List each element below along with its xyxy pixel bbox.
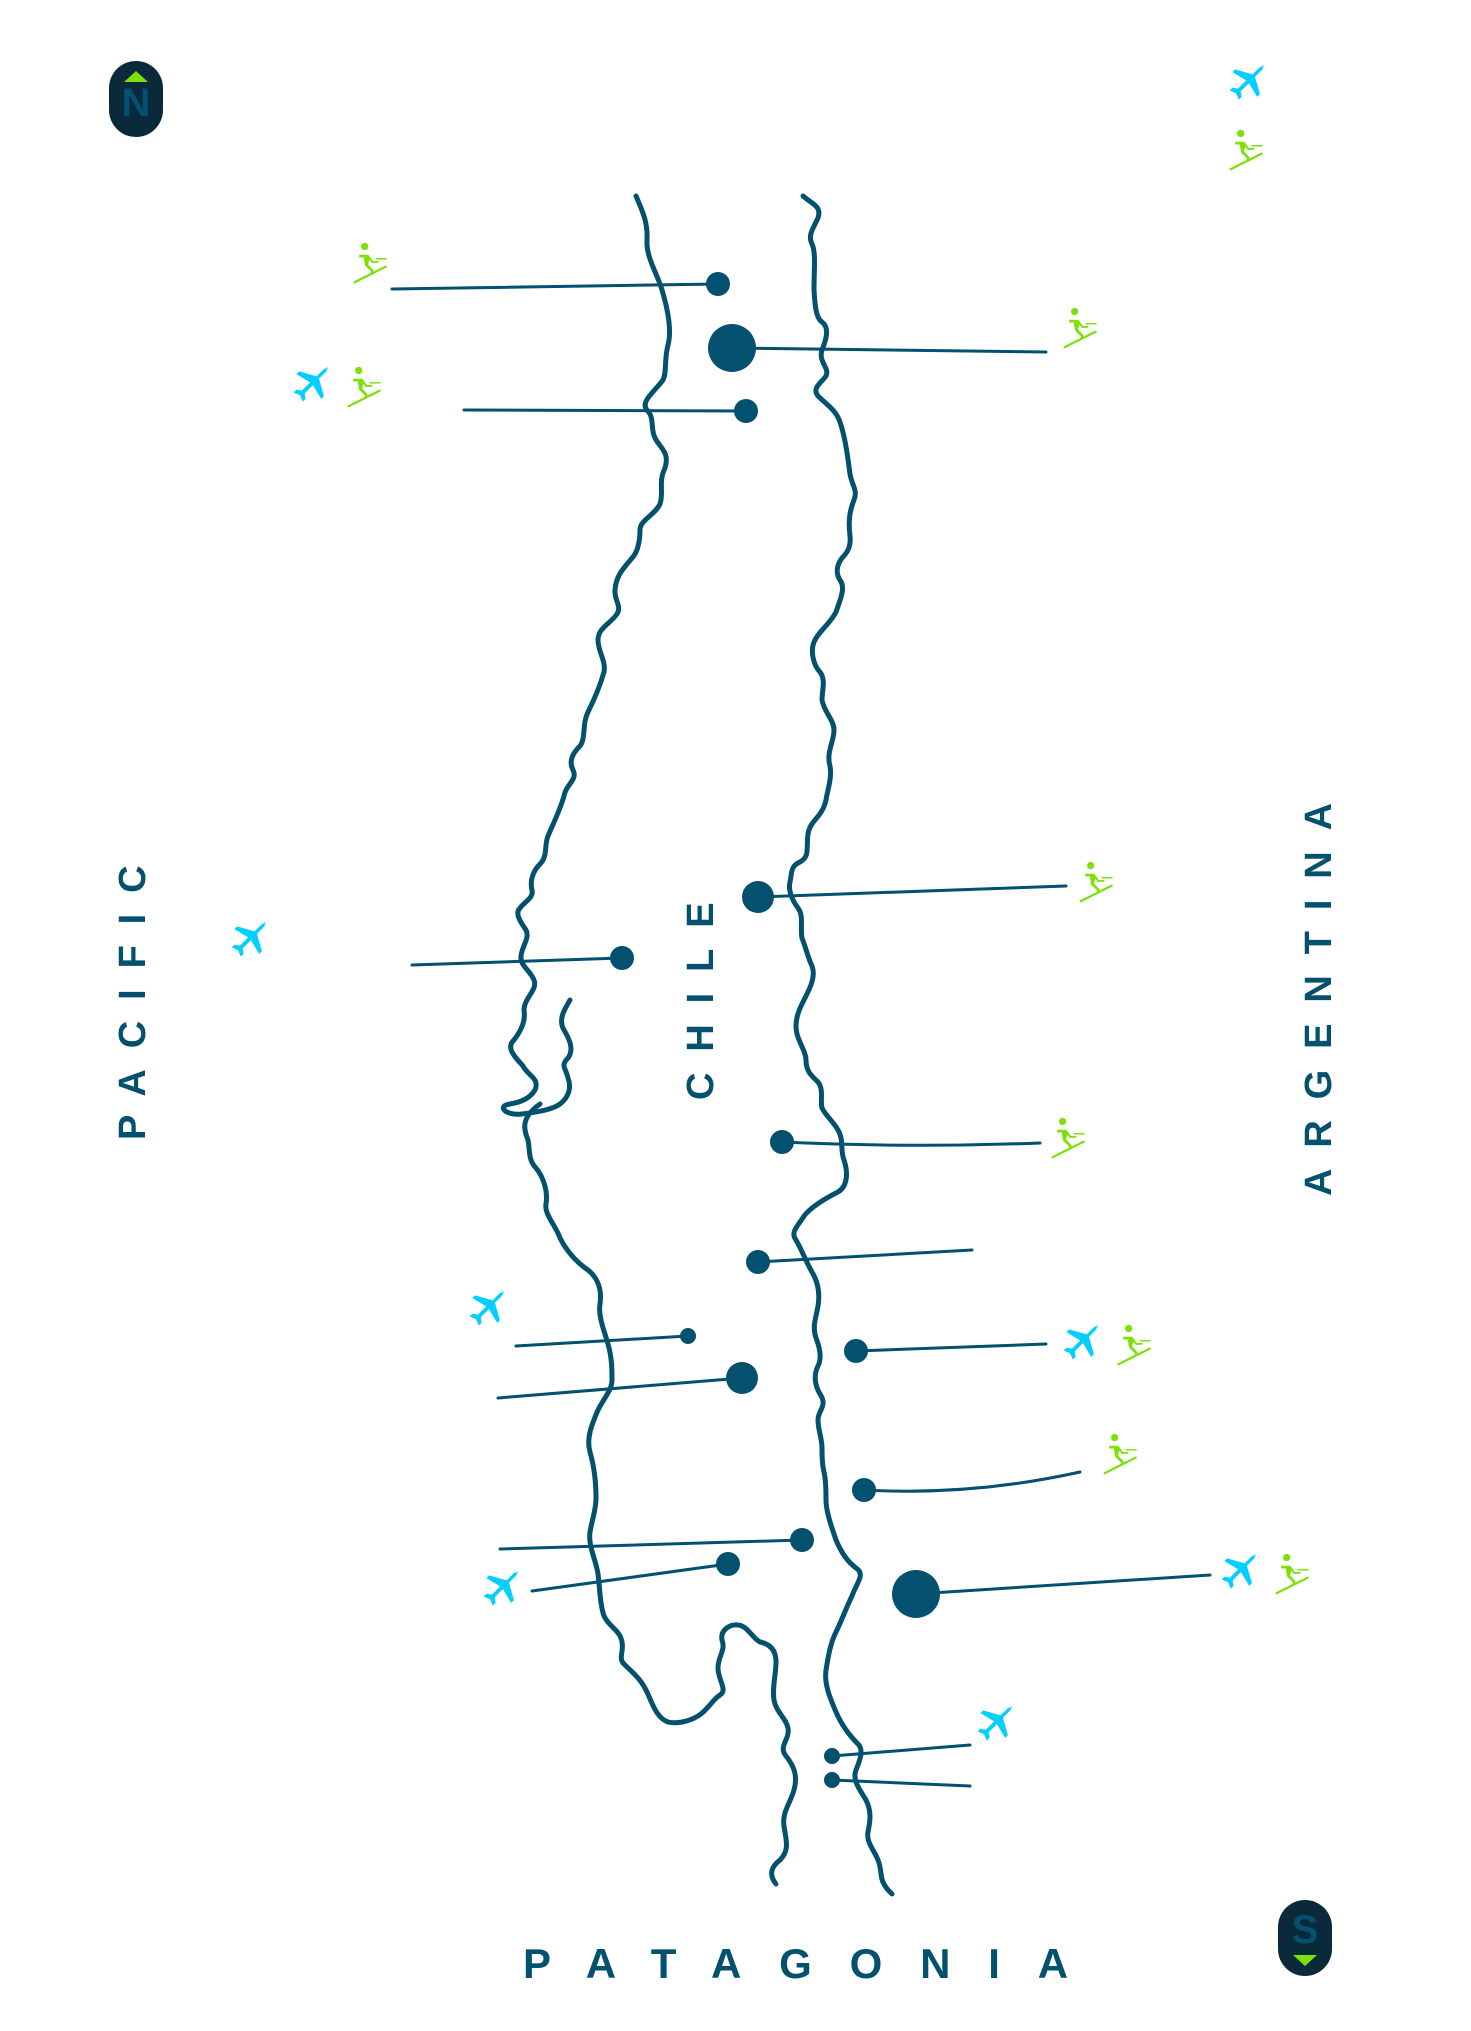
location-dot[interactable] xyxy=(790,1528,814,1552)
leader-line xyxy=(496,1376,744,1400)
leader-line xyxy=(530,1562,730,1593)
leader-line xyxy=(498,1538,804,1551)
location-dot[interactable] xyxy=(742,881,774,913)
legend-airplane-icon xyxy=(1229,63,1266,100)
airplane-icon xyxy=(1063,1323,1100,1360)
leader-line xyxy=(410,956,624,967)
location-dot[interactable] xyxy=(770,1130,794,1154)
location-dot[interactable] xyxy=(824,1772,840,1788)
location-dot[interactable] xyxy=(680,1328,696,1344)
skier-icon xyxy=(1275,1552,1310,1595)
location-dot[interactable] xyxy=(610,946,634,970)
location-dot[interactable] xyxy=(734,399,758,423)
leader-line xyxy=(914,1573,1212,1596)
skier-icon xyxy=(347,365,382,408)
leader-line xyxy=(730,346,1048,354)
label-patagonia: PATAGONIA xyxy=(523,1940,1106,1987)
location-dot[interactable] xyxy=(824,1748,840,1764)
leader-line xyxy=(830,1743,972,1758)
location-dot[interactable] xyxy=(706,272,730,296)
label-pacific: PACIFIC xyxy=(112,844,154,1140)
leader-line xyxy=(854,1342,1048,1353)
label-argentina: ARGENTINA xyxy=(1298,782,1340,1196)
leader-line xyxy=(756,884,1068,899)
location-dot[interactable] xyxy=(708,324,756,372)
skier-icon xyxy=(1051,1116,1086,1159)
compass-south-letter: S xyxy=(1291,1908,1319,1952)
airplane-icon xyxy=(1221,1552,1258,1589)
west-coastline-lower xyxy=(522,997,799,1887)
south-arrow-icon xyxy=(1293,1955,1317,1966)
north-arrow-icon xyxy=(124,71,148,82)
label-chile: CHILE xyxy=(680,881,722,1101)
location-dot[interactable] xyxy=(892,1570,940,1618)
location-dot[interactable] xyxy=(852,1478,876,1502)
airplane-icon xyxy=(231,920,268,957)
leader-line xyxy=(830,1778,972,1788)
location-markers xyxy=(390,272,1212,1788)
skier-icon xyxy=(353,241,388,284)
airplane-icon xyxy=(293,365,330,402)
skier-icon xyxy=(1103,1432,1138,1475)
leader-line xyxy=(862,1470,1082,1493)
location-dot[interactable] xyxy=(726,1362,758,1394)
airplane-icon xyxy=(469,1289,506,1326)
airplane-icon xyxy=(483,1569,520,1606)
leader-line xyxy=(756,1248,974,1264)
skier-icon xyxy=(1079,860,1114,903)
location-dot[interactable] xyxy=(746,1250,770,1274)
west-coastline xyxy=(500,193,673,1117)
airplane-icon xyxy=(977,1704,1014,1741)
compass-north-letter: N xyxy=(121,81,151,125)
legend-skier-icon xyxy=(1229,128,1264,171)
compass-north: N xyxy=(109,61,163,137)
location-dot[interactable] xyxy=(844,1339,868,1363)
skier-icon xyxy=(1063,306,1098,349)
leader-line xyxy=(514,1334,690,1348)
leader-line xyxy=(780,1140,1042,1147)
leader-line xyxy=(462,408,748,413)
compass-south: S xyxy=(1278,1900,1332,1976)
location-dot[interactable] xyxy=(716,1552,740,1576)
leader-line xyxy=(390,282,720,291)
skier-icon xyxy=(1117,1323,1152,1366)
east-border xyxy=(787,193,895,1897)
